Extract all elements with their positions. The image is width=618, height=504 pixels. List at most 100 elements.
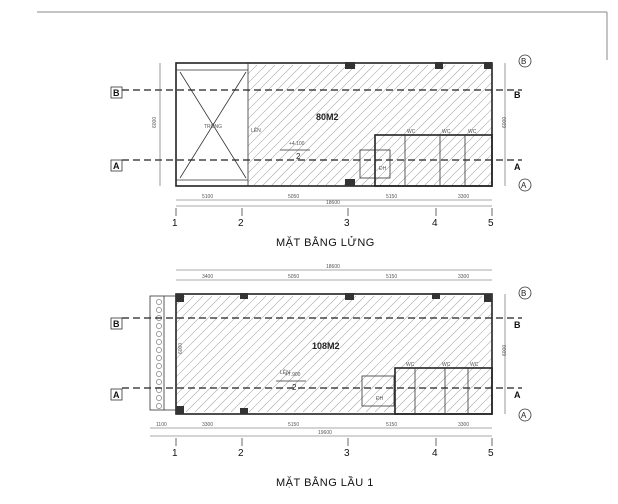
stair-box — [359, 149, 391, 179]
hatch-line — [397, 90, 492, 185]
hatch-line — [560, 65, 618, 185]
plant-mark — [156, 395, 162, 401]
hatch-line — [307, 65, 429, 185]
room-label: WC — [442, 362, 451, 368]
plant-mark — [156, 371, 162, 377]
hatch-line — [352, 65, 474, 185]
bottom-dim: 3300 — [202, 422, 213, 428]
hatch-line — [289, 65, 411, 185]
bottom-dim: 5150 — [386, 194, 397, 200]
hatch-line — [519, 296, 618, 412]
hatch-line — [515, 65, 618, 185]
hatch-line — [388, 81, 492, 185]
grid-bubble-a-label: A — [521, 181, 527, 190]
bottom-dim: 3300 — [458, 194, 469, 200]
axis-label: 2 — [238, 218, 244, 229]
hatch-line — [406, 99, 492, 185]
hatch-line — [176, 296, 231, 351]
bottom-dim: 5150 — [386, 422, 397, 428]
hatch-line — [356, 296, 474, 412]
hatch-line — [564, 296, 618, 412]
hatch-line — [230, 296, 348, 412]
plan-title: MẶT BẰNG LẦU 1 — [276, 476, 374, 489]
axis-label: 5 — [488, 448, 494, 459]
hatch-line — [248, 65, 312, 129]
hatch-line — [542, 65, 618, 185]
hatch-line — [401, 321, 492, 412]
plant-mark — [156, 403, 162, 409]
hatch-line — [248, 65, 339, 156]
hatch-line — [482, 402, 492, 412]
hatch-line — [176, 296, 222, 342]
void-label: TRỐNG — [204, 123, 222, 130]
section-tag-b-left: B — [113, 88, 120, 98]
section-tag-a-left: A — [113, 390, 120, 400]
room-label: ĐH — [379, 166, 387, 172]
hatch-line — [248, 65, 276, 93]
plant-mark — [156, 307, 162, 313]
plant-mark — [156, 363, 162, 369]
grid-bubble-b-label: B — [521, 57, 526, 66]
bottom-dim: 5150 — [288, 422, 299, 428]
hatch-line — [510, 296, 618, 412]
right-dim: 6000 — [502, 345, 508, 356]
hatch-line — [212, 296, 330, 412]
hatch-line — [176, 296, 240, 360]
room-label: WC — [406, 362, 415, 368]
axis-label: 2 — [238, 448, 244, 459]
hatch-line — [464, 384, 492, 412]
level1-floor-hatch — [176, 296, 618, 412]
column — [176, 406, 184, 414]
axis-label: 3 — [344, 218, 350, 229]
hatch-line — [239, 296, 357, 412]
section-tag-a-left: A — [113, 161, 120, 171]
balcony-plants — [156, 299, 162, 409]
hatch-line — [280, 65, 402, 185]
hatch-line — [284, 296, 402, 412]
room-label: WC — [442, 129, 451, 135]
hatch-line — [410, 330, 492, 412]
area-label: 108M2 — [312, 341, 340, 351]
stair-label: LÊN — [280, 368, 290, 376]
top-dim: 3400 — [202, 274, 213, 280]
hatch-line — [491, 411, 492, 412]
level-label: +7.900 — [285, 372, 301, 378]
hatch-line — [248, 65, 294, 111]
room-label: WC — [407, 129, 416, 135]
hatch-line — [383, 303, 492, 412]
axis-label: 1 — [172, 448, 178, 459]
mezzanine-floor-hatch — [248, 65, 618, 185]
hatch-line — [528, 296, 618, 412]
hatch-line — [302, 296, 420, 412]
hatch-line — [325, 65, 447, 185]
balcony-planter — [149, 295, 165, 411]
hatch-line — [194, 296, 312, 412]
top-dim: 5050 — [288, 274, 299, 280]
hatch-line — [320, 296, 438, 412]
hatch-line — [451, 144, 492, 185]
hatch-line — [176, 296, 186, 306]
hatch-line — [446, 366, 492, 412]
axis-label: 4 — [432, 448, 438, 459]
top-dim: 5150 — [386, 274, 397, 280]
hatch-line — [316, 65, 438, 185]
room-label: WC — [470, 362, 479, 368]
hatch-line — [469, 162, 492, 185]
hatch-line — [569, 65, 618, 185]
section-tag-b-right: B — [514, 90, 521, 100]
hatch-line — [428, 348, 492, 412]
hatch-line — [537, 296, 618, 412]
section-marker-b-left — [110, 86, 123, 99]
hatch-line — [221, 296, 339, 412]
column — [345, 179, 355, 186]
hatch-line — [361, 65, 483, 185]
hatch-line — [343, 65, 465, 185]
grid-bubble-a — [518, 178, 532, 192]
hatch-line — [551, 65, 618, 185]
hatch-line — [437, 357, 492, 412]
bottom-total: 18600 — [326, 200, 340, 206]
hatch-line — [298, 65, 420, 185]
plant-mark — [156, 347, 162, 353]
level1-plan: 18600 3400 5050 5150 3300 6000 WC WC WC … — [110, 264, 618, 489]
